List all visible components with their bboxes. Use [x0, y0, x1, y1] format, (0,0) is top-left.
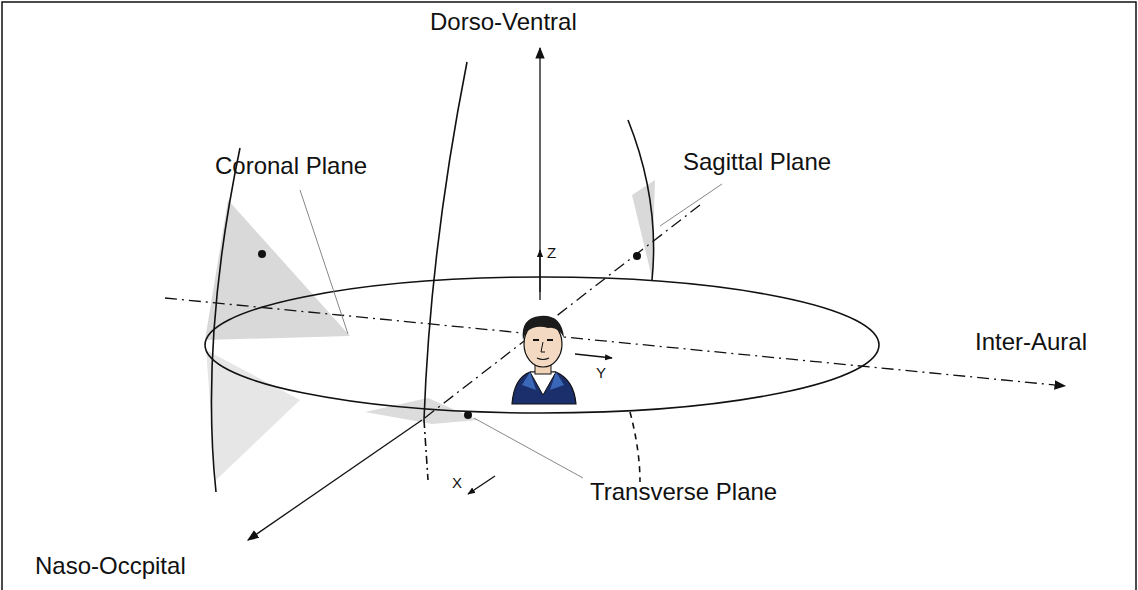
plane-name: Coronal Plane [215, 152, 367, 180]
axis-name: Inter-Aural [975, 328, 1087, 356]
axis-name: Naso-Occpital [35, 552, 186, 580]
plane-arc [424, 62, 467, 420]
x-arrow [468, 476, 495, 494]
plane-name: Sagittal Plane [683, 148, 831, 176]
coronal-wedge-lower [206, 350, 300, 480]
axis-letter: Y [596, 364, 606, 381]
plane-arc-hidden [424, 420, 428, 480]
inter-aural-axis [165, 298, 1065, 386]
naso-occipital-axis [248, 420, 422, 540]
axis-letter: X [452, 474, 462, 491]
plane-dot [633, 252, 641, 260]
plane-dot [258, 250, 266, 258]
sagittal-wedge [632, 180, 655, 278]
plane-dot [464, 411, 472, 419]
transverse-ellipse [205, 277, 879, 413]
sagittal-arc-hidden [630, 412, 640, 482]
leader-line [474, 418, 583, 478]
coronal-arc [211, 148, 240, 492]
axis-name: Dorso-Ventral [430, 8, 577, 36]
plane-name: Transverse Plane [590, 478, 777, 506]
leader-line [300, 190, 348, 334]
sagittal-arc [628, 120, 654, 280]
z-arrow [539, 250, 540, 300]
axis-letter: Z [547, 244, 556, 261]
naso-occipital-axis-dashed [422, 205, 700, 420]
head-illustration [512, 316, 576, 404]
y-arrow [575, 354, 612, 358]
leader-line [660, 184, 722, 226]
